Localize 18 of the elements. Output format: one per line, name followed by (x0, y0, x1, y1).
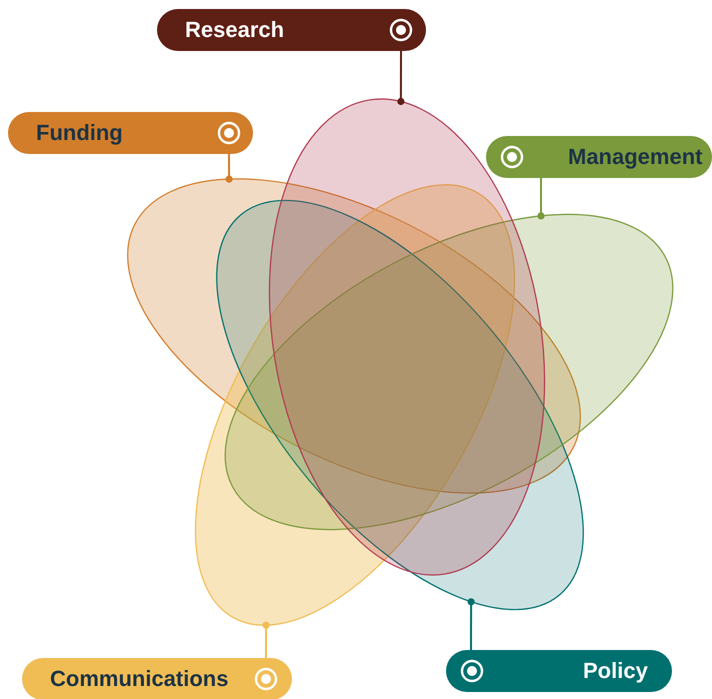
category-label: Research (185, 17, 284, 43)
leader-line (537, 178, 545, 220)
category-label: Policy (583, 658, 648, 684)
category-label: Communications (50, 666, 228, 692)
leader-line (262, 622, 270, 658)
leader-line (397, 51, 404, 106)
category-label: Management (568, 144, 702, 170)
label-pill (22, 658, 292, 699)
label-pill (486, 136, 712, 178)
label-pill (446, 650, 672, 692)
leader-line (226, 154, 233, 183)
label-pill (8, 112, 253, 154)
overlap-ellipse (268, 98, 546, 576)
overlap-ellipse (224, 214, 674, 530)
overlap-ellipse (216, 200, 584, 610)
category-label: Funding (36, 120, 123, 146)
label-pill (157, 9, 426, 51)
leader-line (468, 598, 475, 650)
